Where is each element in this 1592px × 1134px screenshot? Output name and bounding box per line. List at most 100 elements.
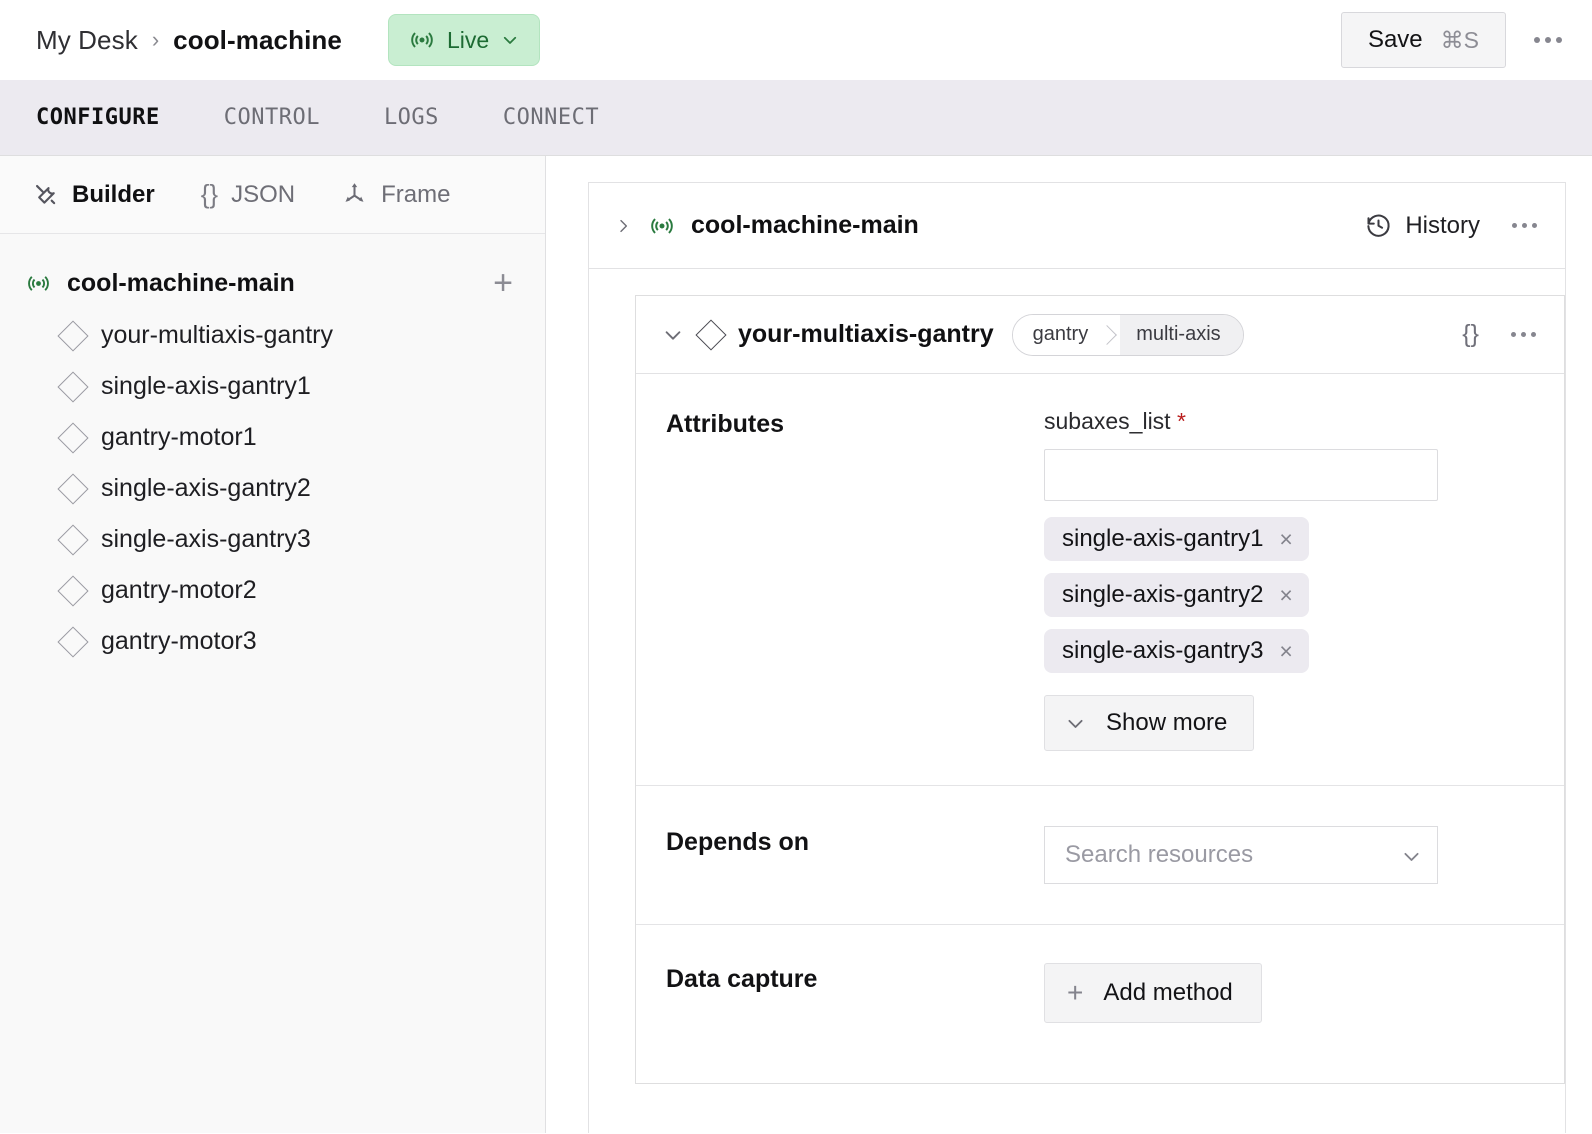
live-status-dropdown[interactable]: Live [387, 14, 541, 66]
attributes-row-label: Attributes [666, 410, 785, 438]
attributes-row: Attributes subaxes_list * single-axis-ga… [636, 374, 1564, 786]
tree-item-single-axis-gantry1[interactable]: single-axis-gantry1 [0, 361, 545, 412]
add-method-button[interactable]: + Add method [1044, 963, 1262, 1023]
chevron-down-icon [501, 31, 519, 49]
axes-icon [341, 181, 368, 208]
chevron-down-icon [1401, 846, 1419, 864]
radar-icon [649, 213, 675, 239]
show-more-label: Show more [1106, 709, 1228, 736]
tree-item-label: gantry-motor2 [101, 576, 257, 604]
braces-icon[interactable]: {} [1462, 320, 1479, 348]
add-resource-icon[interactable]: + [493, 264, 513, 302]
machine-name-label: cool-machine-main [691, 211, 919, 239]
chip-single-axis-gantry1[interactable]: single-axis-gantry1 × [1044, 517, 1309, 561]
subaxes-list-label-text: subaxes_list [1044, 408, 1171, 434]
breadcrumb-root-link[interactable]: My Desk [36, 24, 138, 55]
chevron-down-icon [1065, 713, 1086, 734]
machine-card-header: cool-machine-main History [589, 183, 1565, 269]
sidebar-view-toolbar: Builder {} JSON Frame [0, 156, 545, 234]
sidebar-view-json-label: JSON [231, 180, 296, 208]
chip-single-axis-gantry2[interactable]: single-axis-gantry2 × [1044, 573, 1309, 617]
radar-icon [409, 27, 435, 53]
search-resources-placeholder: Search resources [1065, 841, 1254, 868]
chip-label: single-axis-gantry3 [1062, 637, 1264, 664]
tree-item-gantry-motor3[interactable]: gantry-motor3 [0, 616, 545, 667]
tree-item-single-axis-gantry2[interactable]: single-axis-gantry2 [0, 463, 545, 514]
depends-on-row-body: Search resources [1044, 826, 1538, 884]
chip-remove-icon[interactable]: × [1279, 581, 1293, 608]
machine-more-options-icon[interactable] [1506, 215, 1543, 236]
breadcrumb-current: cool-machine [173, 24, 342, 55]
tab-logs[interactable]: LOGS [383, 105, 439, 130]
resource-card-header: your-multiaxis-gantry gantry multi-axis … [636, 296, 1564, 374]
tree-item-label: gantry-motor3 [101, 627, 257, 655]
tree-item-label: gantry-motor1 [101, 423, 257, 451]
resource-tree: cool-machine-main + your-multiaxis-gantr… [0, 234, 545, 667]
depends-on-row-label: Depends on [666, 828, 810, 856]
tree-item-label: single-axis-gantry2 [101, 474, 311, 502]
sidebar-view-json[interactable]: {} JSON [201, 179, 295, 210]
tab-configure[interactable]: CONFIGURE [36, 105, 160, 130]
pill-chevron-icon [1102, 314, 1121, 355]
tree-item-label: your-multiaxis-gantry [101, 321, 334, 349]
breadcrumb-separator-icon: › [151, 27, 160, 52]
body-split: Builder {} JSON Frame [0, 156, 1592, 1133]
top-bar: My Desk › cool-machine Live Save ⌘S [0, 0, 1592, 80]
chevron-right-icon[interactable] [615, 215, 631, 237]
show-more-button[interactable]: Show more [1044, 695, 1255, 751]
history-button-label: History [1405, 211, 1480, 239]
chip-label: single-axis-gantry1 [1062, 525, 1264, 552]
tree-item-single-axis-gantry3[interactable]: single-axis-gantry3 [0, 514, 545, 565]
tree-item-label: single-axis-gantry1 [101, 372, 311, 400]
tab-control[interactable]: CONTROL [223, 105, 320, 130]
add-method-label: Add method [1103, 979, 1233, 1006]
resource-name-label: your-multiaxis-gantry [738, 320, 994, 348]
pill-primary-label: gantry [1012, 314, 1103, 355]
tree-root-cool-machine-main[interactable]: cool-machine-main + [0, 256, 545, 310]
diamond-icon [57, 472, 89, 505]
diamond-icon [695, 318, 727, 351]
chevron-down-icon[interactable] [662, 324, 684, 346]
chip-single-axis-gantry3[interactable]: single-axis-gantry3 × [1044, 629, 1309, 673]
diamond-icon [57, 370, 89, 403]
tree-item-label: single-axis-gantry3 [101, 525, 311, 553]
search-resources-select[interactable]: Search resources [1044, 826, 1438, 884]
tools-icon [32, 181, 59, 208]
subaxes-list-label: subaxes_list * [1044, 408, 1538, 435]
required-marker: * [1176, 408, 1186, 434]
diamond-icon [57, 523, 89, 556]
subaxes-chip-list: single-axis-gantry1 × single-axis-gantry… [1044, 517, 1538, 673]
history-clock-icon [1365, 212, 1392, 239]
more-options-icon[interactable] [1528, 29, 1568, 51]
save-shortcut-label: ⌘S [1440, 26, 1479, 53]
sidebar-view-frame-label: Frame [381, 180, 451, 208]
tab-connect[interactable]: CONNECT [502, 105, 600, 130]
braces-icon: {} [200, 179, 219, 209]
chip-remove-icon[interactable]: × [1279, 525, 1293, 552]
save-button[interactable]: Save ⌘S [1340, 12, 1506, 68]
resource-type-breadcrumb-pill: gantry multi-axis [1011, 313, 1244, 356]
main-content: cool-machine-main History [546, 156, 1592, 1133]
history-button[interactable]: History [1365, 212, 1480, 240]
plus-icon: + [1067, 977, 1084, 1008]
machine-header-actions: History [1365, 212, 1543, 240]
subaxes-list-input[interactable] [1044, 449, 1438, 501]
resource-more-options-icon[interactable] [1505, 324, 1542, 345]
sidebar-view-frame[interactable]: Frame [341, 181, 450, 209]
diamond-icon [57, 421, 89, 454]
radar-icon [26, 271, 51, 296]
chip-remove-icon[interactable]: × [1279, 637, 1293, 664]
diamond-icon [57, 574, 89, 607]
breadcrumb: My Desk › cool-machine [36, 25, 342, 56]
sidebar-view-builder[interactable]: Builder [32, 181, 155, 209]
sidebar-view-builder-label: Builder [72, 180, 155, 208]
tree-item-gantry-motor2[interactable]: gantry-motor2 [0, 565, 545, 616]
tree-item-gantry-motor1[interactable]: gantry-motor1 [0, 412, 545, 463]
attributes-row-body: subaxes_list * single-axis-gantry1 × [1044, 408, 1538, 751]
depends-on-row: Depends on Search resources [636, 786, 1564, 925]
machine-card: cool-machine-main History [588, 182, 1566, 1133]
tree-item-your-multiaxis-gantry[interactable]: your-multiaxis-gantry [0, 310, 545, 361]
diamond-icon [57, 625, 89, 658]
main-tab-bar: CONFIGURE CONTROL LOGS CONNECT [0, 80, 1592, 156]
resource-card: your-multiaxis-gantry gantry multi-axis … [635, 295, 1565, 1084]
